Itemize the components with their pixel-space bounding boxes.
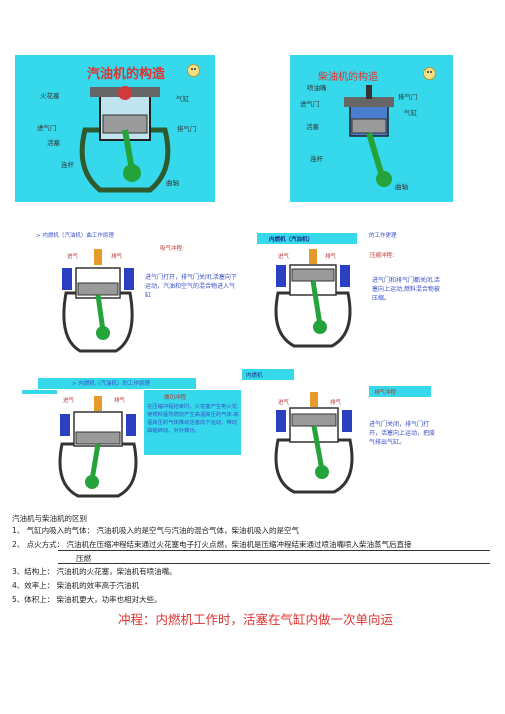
section3-strip: [22, 390, 57, 394]
section4-stroke: 排气冲程: [374, 390, 397, 396]
difference-item: 4、效率上： 柴油机的效率高于汽油机: [12, 581, 140, 590]
difference-item: 5、体积上： 柴油机更大，功率也相对大些。: [12, 595, 162, 604]
exhaust-valve-label: 排气门: [398, 93, 418, 101]
exhaust-label: 排气: [325, 254, 337, 260]
section4-banner: 内燃机: [242, 369, 294, 380]
diesel-engine-diagram: [344, 85, 394, 187]
exhaust-stroke-diagram: [274, 392, 354, 494]
gasoline-structure-panel: 汽油机的构造 火花塞 气缸 进气门 排气门 活塞 连杆 曲轴: [15, 55, 215, 202]
piston-label: 活塞: [306, 123, 319, 131]
section1-stroke: 吸气冲程:: [160, 246, 184, 252]
section3-desc: 在压缩冲程结束时，火花塞产生电火花,使燃料猛烈燃烧产生高温高压的气体.高温高压的…: [147, 404, 239, 434]
exhaust-label: 排气: [111, 254, 123, 260]
crankshaft-label: 曲轴: [166, 179, 179, 187]
section2-stroke: 压缩冲程：: [370, 253, 398, 259]
smiley-icon: [423, 67, 436, 80]
power-stroke-diagram: [58, 396, 138, 498]
gasoline-engine-diagram: [79, 86, 171, 193]
compression-stroke-diagram: [274, 249, 352, 348]
difference-item: 压燃: [76, 554, 91, 563]
divider: [58, 550, 490, 551]
intake-label: 进气: [278, 254, 290, 260]
section4-desc: 进气门关闭，排气门打开，活塞向上运动，把废气排出气缸。: [369, 421, 436, 446]
cylinder-label: 气缸: [404, 109, 417, 117]
smiley-icon: [187, 64, 200, 77]
connecting-rod-label: 连杆: [61, 161, 74, 169]
crankshaft-label: 曲轴: [395, 183, 408, 191]
section3-heading: > 内燃机（汽油机）的工作原理: [72, 381, 150, 387]
section2-banner: 内燃机（汽油机）: [257, 233, 357, 244]
exhaust-label: 排气: [114, 398, 126, 404]
section1-desc: 进气门打开，排气门关闭,活塞向下运动，汽油和空气的混合物进入气缸: [145, 274, 237, 299]
stroke-definition: 冲程：内燃机工作时，活塞在气缸内做一次单向运: [118, 612, 394, 627]
connecting-rod-label: 连杆: [310, 155, 323, 163]
intake-valve-label: 进气门: [37, 124, 57, 132]
piston-label: 活塞: [47, 139, 60, 147]
divider: [58, 563, 490, 564]
difference-item: 1、 气缸内吸入的气体： 汽油机吸入的是空气与汽油的混合气体，柴油机吸入的是空气: [12, 526, 300, 535]
spark-plug-label: 火花塞: [40, 92, 60, 100]
diesel-structure-panel: 柴油机的构造 喷油嘴 进气门 排气门 气缸 活塞 连杆 曲轴: [290, 55, 453, 202]
exhaust-valve-label: 排气门: [177, 125, 197, 133]
section2-banner-text: 内燃机（汽油机）: [269, 237, 314, 243]
section3-stroke: 做功冲程: [164, 395, 187, 401]
gasoline-structure-title: 汽油机的构造: [87, 67, 166, 82]
intake-valve-label: 进气门: [300, 100, 320, 108]
injector-label: 喷油嘴: [307, 84, 327, 92]
difference-item: 3、结构上： 汽油机的火花塞，柴油机有喷油嘴。: [12, 567, 177, 576]
section4-stroke-box: 排气冲程: [369, 386, 431, 397]
exhaust-label: 排气: [330, 400, 342, 406]
intake-label: 进气: [67, 254, 79, 260]
section1-heading: > 内燃机（汽油机）曲工作原理: [36, 233, 114, 239]
intake-label: 进气: [278, 400, 290, 406]
difference-item: 2、 点火方式： 汽油机在压缩冲程结束通过火花塞电子打火点燃，柴油机是压缩冲程结…: [12, 540, 412, 549]
cylinder-label: 气缸: [176, 95, 189, 103]
section2-heading: 的工作更理: [369, 233, 397, 239]
section3-desc-box: 做功冲程 在压缩冲程结束时，火花塞产生电火花,使燃料猛烈燃烧产生高温高压的气体.…: [144, 390, 241, 455]
section3-banner: > 内燃机（汽油机）的工作原理: [38, 378, 196, 389]
differences-title: 汽油机与柴油机的区别: [12, 514, 87, 523]
intake-label: 进气: [63, 398, 75, 404]
diesel-structure-title: 柴油机的构造: [318, 72, 378, 83]
section2-desc: 进气门和排气门都关闭,活塞向上运动,燃料混合物被压缩。: [372, 277, 440, 302]
section4-banner-text: 内燃机: [246, 373, 263, 379]
intake-stroke-diagram: [62, 249, 134, 353]
